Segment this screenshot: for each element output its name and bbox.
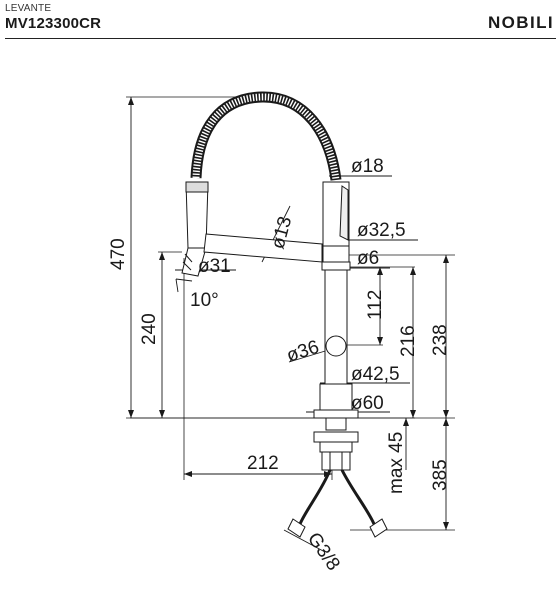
brand-logo: NOBILI xyxy=(487,13,554,32)
label-body-diameter: ø42,5 xyxy=(351,364,400,385)
label-dim-216: 216 xyxy=(398,325,419,357)
flexible-hose xyxy=(190,91,342,181)
model-code: MV123300CR xyxy=(5,15,102,32)
label-total-height: 470 xyxy=(108,238,129,270)
label-hose-length: 385 xyxy=(430,459,451,491)
faucet-body xyxy=(313,181,359,419)
spray-head xyxy=(181,181,209,277)
label-connection: G3/8 xyxy=(303,529,344,575)
dimension-labels: 470 240 10° ø31 ø13 ø18 ø32,5 ø6 112 216… xyxy=(108,156,451,575)
label-base-diameter: ø60 xyxy=(351,393,384,414)
label-dim-112: 112 xyxy=(365,290,386,320)
label-max-thickness: max 45 xyxy=(386,432,407,494)
label-aerator-diameter: ø31 xyxy=(198,256,231,277)
mounting-kit xyxy=(313,417,359,471)
supply-hoses xyxy=(298,469,376,525)
dimension-arrows xyxy=(128,97,449,530)
header: LEVANTE MV123300CR NOBILI xyxy=(0,0,560,44)
label-hose-diameter: ø18 xyxy=(351,156,384,177)
label-handle-top-diameter: ø32,5 xyxy=(357,220,406,241)
label-dim-238: 238 xyxy=(430,324,451,356)
label-lever-diameter: ø36 xyxy=(284,337,322,367)
label-reach: 212 xyxy=(247,453,279,474)
label-body-diameter-small: ø6 xyxy=(357,248,379,269)
label-tilt-angle: 10° xyxy=(190,290,219,311)
hose-fittings xyxy=(287,518,388,538)
collection-name: LEVANTE xyxy=(5,3,52,14)
header-divider xyxy=(5,38,556,39)
label-spout-height: 240 xyxy=(139,313,160,345)
